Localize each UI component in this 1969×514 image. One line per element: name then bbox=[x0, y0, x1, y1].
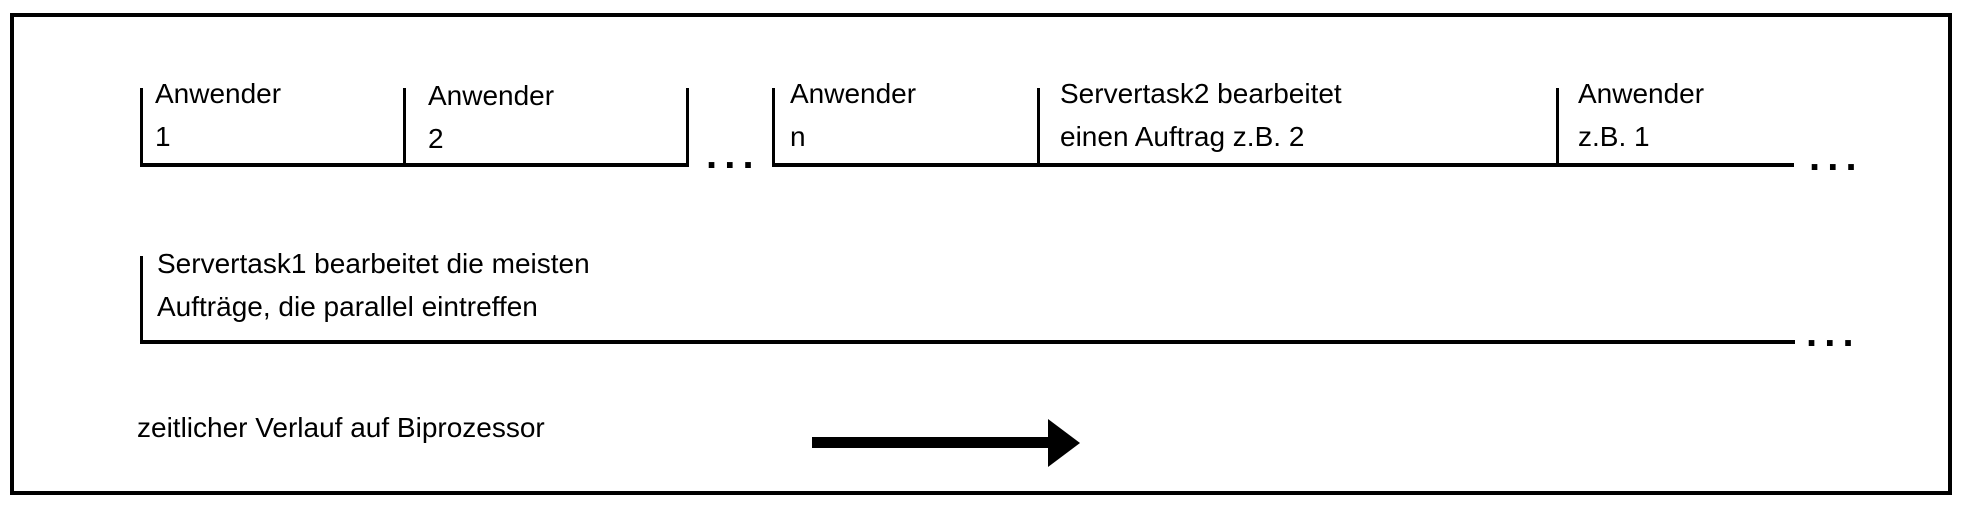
segment-label-line: Anwender bbox=[155, 78, 282, 109]
track2-tick-1 bbox=[140, 256, 143, 344]
segment-label-servertask2: Servertask2 bearbeitet einen Auftrag z.B… bbox=[1060, 72, 1342, 158]
segment-label-line: einen Auftrag z.B. 2 bbox=[1060, 121, 1305, 152]
ellipsis-dots: . . . bbox=[1809, 135, 1857, 179]
segment-label-line: Anwender bbox=[790, 78, 917, 109]
track2-baseline bbox=[140, 340, 1795, 344]
segment-label-anwender-1: Anwender 1 bbox=[155, 72, 281, 158]
track1-baseline-group-b bbox=[772, 163, 1794, 167]
segment-label-line: Servertask1 bearbeitet die meisten bbox=[157, 248, 590, 279]
segment-label-line: 1 bbox=[155, 121, 171, 152]
segment-label-anwender-n: Anwender n bbox=[790, 72, 916, 158]
ellipsis-dots: . . . bbox=[706, 133, 754, 177]
track1-baseline-group-a bbox=[140, 163, 689, 167]
track1-tick-2 bbox=[403, 88, 406, 167]
ellipsis-dots: . . . bbox=[1806, 311, 1854, 355]
segment-label-line: n bbox=[790, 121, 806, 152]
segment-label-anwender-2: Anwender 2 bbox=[428, 74, 554, 160]
arrow-right-icon bbox=[1048, 419, 1080, 467]
segment-label-anwender-zb1: Anwender z.B. 1 bbox=[1578, 72, 1704, 158]
track1-tick-6 bbox=[1556, 88, 1559, 167]
segment-label-line: Aufträge, die parallel eintreffen bbox=[157, 291, 538, 322]
figure-border bbox=[10, 13, 1952, 495]
segment-label-line: z.B. 1 bbox=[1578, 121, 1650, 152]
segment-label-line: Anwender bbox=[1578, 78, 1705, 109]
track1-tick-1 bbox=[140, 88, 143, 167]
arrow-shaft bbox=[812, 437, 1050, 448]
segment-label-line: Servertask2 bearbeitet bbox=[1060, 78, 1342, 109]
track1-tick-5 bbox=[1037, 88, 1040, 167]
segment-label-servertask1: Servertask1 bearbeitet die meisten Auftr… bbox=[157, 242, 590, 328]
segment-label-line: Anwender bbox=[428, 80, 555, 111]
segment-label-line: 2 bbox=[428, 123, 444, 154]
track1-tick-3 bbox=[686, 88, 689, 167]
figure-caption: zeitlicher Verlauf auf Biprozessor bbox=[137, 412, 545, 443]
track1-tick-4 bbox=[772, 88, 775, 167]
